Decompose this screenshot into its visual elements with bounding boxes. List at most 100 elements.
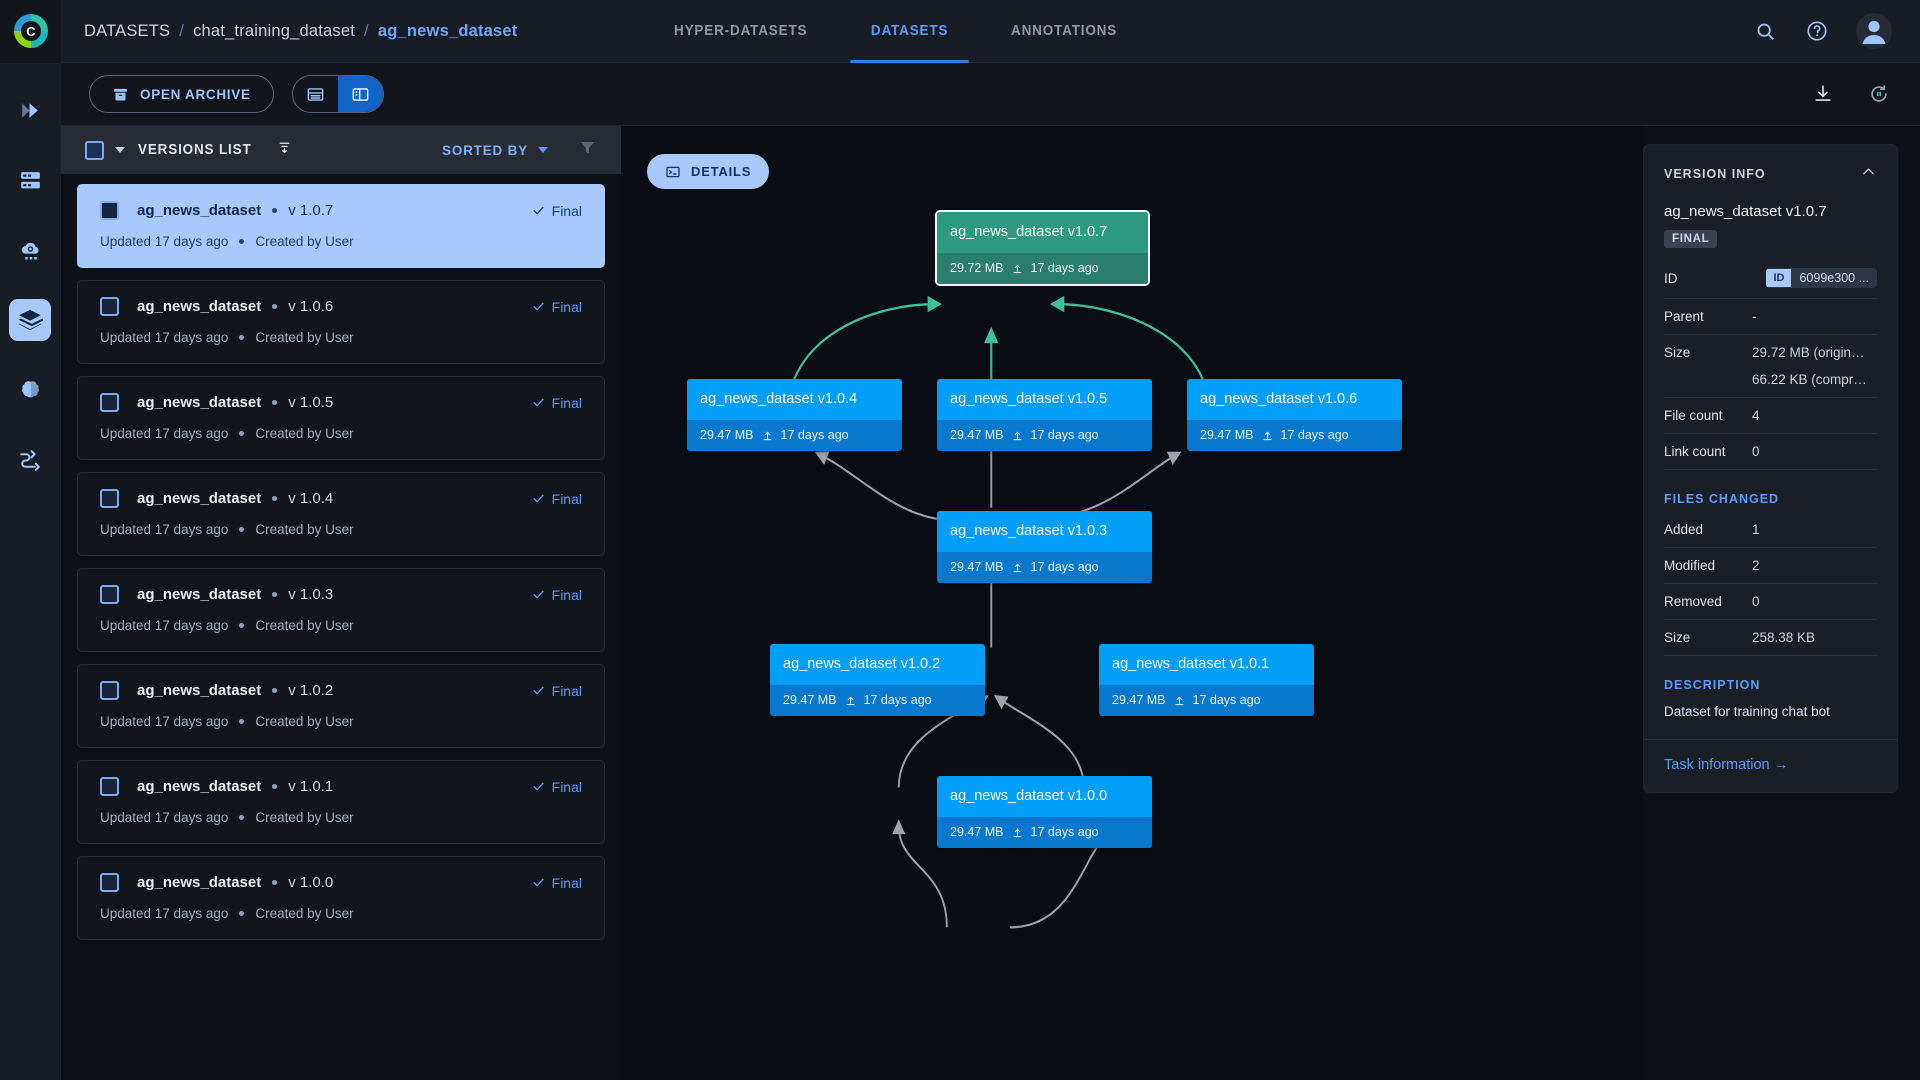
sorted-by-dropdown[interactable]: SORTED BY — [442, 143, 548, 158]
creator-text: Created by User — [255, 426, 354, 441]
node-time: 17 days ago — [863, 693, 932, 707]
info-key: Link count — [1664, 444, 1726, 459]
row-checkbox[interactable] — [100, 393, 119, 412]
app-logo[interactable]: C — [0, 0, 61, 63]
sidebar-item-pipelines[interactable] — [9, 439, 51, 481]
row-checkbox[interactable] — [100, 297, 119, 316]
check-icon — [533, 590, 544, 599]
node-size: 29.47 MB — [950, 560, 1004, 574]
graph-node-v1-0-2[interactable]: ag_news_dataset v1.0.2 29.47 MB 17 days … — [770, 644, 985, 716]
graph-node-v1-0-0[interactable]: ag_news_dataset v1.0.0 29.47 MB 17 days … — [937, 776, 1152, 848]
node-size: 29.47 MB — [700, 428, 754, 442]
creator-text: Created by User — [255, 330, 354, 345]
info-key: Added — [1664, 522, 1704, 537]
tab-hyper-datasets[interactable]: HYPER-DATASETS — [673, 23, 807, 39]
list-view-button[interactable] — [293, 76, 338, 112]
upload-icon — [1012, 563, 1022, 572]
version-list-item[interactable]: ag_news_dataset v 1.0.3 Final Updated 17… — [77, 568, 605, 652]
row-checkbox[interactable] — [100, 201, 119, 220]
node-title: ag_news_dataset v1.0.5 — [937, 379, 1152, 420]
info-row-id: ID ID 6099e300 ... — [1664, 258, 1877, 299]
version-list-item[interactable]: ag_news_dataset v 1.0.6 Final Updated 17… — [77, 280, 605, 364]
cloud-gear-icon — [21, 242, 38, 259]
compare-versions-icon[interactable] — [276, 139, 293, 161]
separator-dot — [272, 880, 278, 885]
files-changed-row-removed: Removed 0 — [1664, 584, 1877, 620]
auto-refresh-pause-icon[interactable] — [1866, 81, 1892, 107]
filter-icon[interactable] — [578, 138, 597, 162]
version-list-item[interactable]: ag_news_dataset v 1.0.7 Final Updated 17… — [77, 184, 605, 268]
graph-node-v1-0-5[interactable]: ag_news_dataset v1.0.5 29.47 MB 17 days … — [937, 379, 1152, 451]
row-checkbox[interactable] — [100, 873, 119, 892]
sidebar-item-datasets[interactable] — [9, 299, 51, 341]
main-column: OPEN ARCHIVE — [61, 63, 1920, 1080]
version-info-header: VERSION INFO — [1644, 145, 1897, 193]
versions-list[interactable]: ag_news_dataset v 1.0.7 Final Updated 17… — [61, 174, 621, 1080]
info-key: File count — [1664, 408, 1723, 423]
avatar[interactable] — [1856, 13, 1892, 49]
node-time: 17 days ago — [1030, 825, 1099, 839]
check-icon — [533, 686, 544, 695]
version-name: ag_news_dataset — [137, 586, 262, 603]
version-list-item[interactable]: ag_news_dataset v 1.0.5 Final Updated 17… — [77, 376, 605, 460]
graph-node-v1-0-6[interactable]: ag_news_dataset v1.0.6 29.47 MB 17 days … — [1187, 379, 1402, 451]
user-icon — [1862, 20, 1886, 44]
version-number: v 1.0.5 — [288, 394, 334, 411]
check-icon — [533, 206, 544, 215]
separator-dot — [239, 527, 245, 532]
version-list-item[interactable]: ag_news_dataset v 1.0.4 Final Updated 17… — [77, 472, 605, 556]
graph-node-v1-0-7[interactable]: ag_news_dataset v1.0.7 29.72 MB 17 days … — [935, 210, 1150, 286]
version-info-title: VERSION INFO — [1664, 167, 1766, 181]
graph-node-v1-0-4[interactable]: ag_news_dataset v1.0.4 29.47 MB 17 days … — [687, 379, 902, 451]
graph-node-v1-0-3[interactable]: ag_news_dataset v1.0.3 29.47 MB 17 days … — [937, 511, 1152, 583]
upload-icon — [845, 696, 855, 705]
tab-datasets[interactable]: DATASETS — [845, 0, 974, 63]
row-checkbox[interactable] — [100, 777, 119, 796]
version-name: ag_news_dataset — [137, 490, 262, 507]
search-icon[interactable] — [1752, 18, 1778, 44]
breadcrumb-root[interactable]: DATASETS — [84, 21, 171, 40]
graph-node-v1-0-1[interactable]: ag_news_dataset v1.0.1 29.47 MB 17 days … — [1099, 644, 1314, 716]
status-label: Final — [551, 874, 582, 891]
row-checkbox[interactable] — [100, 585, 119, 604]
open-archive-button[interactable]: OPEN ARCHIVE — [89, 75, 274, 113]
row-checkbox[interactable] — [100, 489, 119, 508]
sidebar-item-models[interactable] — [9, 369, 51, 411]
files-changed-row-added: Added 1 — [1664, 512, 1877, 548]
layers-icon — [18, 309, 43, 331]
select-all-dropdown-icon[interactable] — [115, 147, 125, 153]
download-icon[interactable] — [1810, 81, 1836, 107]
tab-annotations[interactable]: ANNOTATIONS — [1011, 23, 1118, 39]
help-icon[interactable] — [1804, 18, 1830, 44]
version-list-item[interactable]: ag_news_dataset v 1.0.2 Final Updated 17… — [77, 664, 605, 748]
info-value: 0 — [1752, 594, 1760, 609]
version-number: v 1.0.7 — [288, 202, 334, 219]
id-chip[interactable]: ID 6099e300 ... — [1766, 268, 1877, 288]
info-row-size-compressed: 66.22 KB (compr… — [1664, 362, 1877, 398]
versions-list-header-actions: SORTED BY — [442, 138, 597, 162]
double-chevron-right-icon — [21, 102, 38, 118]
status-badge: Final — [532, 875, 582, 891]
chevron-up-icon[interactable] — [1860, 163, 1877, 185]
node-size: 29.47 MB — [950, 428, 1004, 442]
status-badge: Final — [532, 395, 582, 411]
details-button[interactable]: DETAILS — [647, 154, 770, 189]
task-information-link[interactable]: Task information → — [1664, 757, 1789, 773]
detail-view-button[interactable] — [337, 76, 383, 112]
select-all-checkbox[interactable] — [85, 140, 104, 160]
info-value: 258.38 KB — [1752, 630, 1816, 645]
sidebar-item-autoscaler[interactable] — [9, 229, 51, 271]
version-list-item[interactable]: ag_news_dataset v 1.0.1 Final Updated 17… — [77, 760, 605, 844]
separator-dot — [272, 304, 278, 309]
sidebar-item-workers[interactable] — [9, 159, 51, 201]
version-graph[interactable]: DETAILS — [621, 126, 1643, 1080]
archive-box-icon — [114, 88, 127, 100]
version-number: v 1.0.2 — [288, 682, 334, 699]
node-time: 17 days ago — [1030, 428, 1099, 442]
version-list-item[interactable]: ag_news_dataset v 1.0.0 Final Updated 17… — [77, 856, 605, 940]
details-label: DETAILS — [691, 164, 752, 179]
breadcrumb-parent[interactable]: chat_training_dataset — [193, 21, 356, 40]
status-badge: Final — [532, 203, 582, 219]
sidebar-item-pipelines-run[interactable] — [9, 89, 51, 131]
row-checkbox[interactable] — [100, 681, 119, 700]
